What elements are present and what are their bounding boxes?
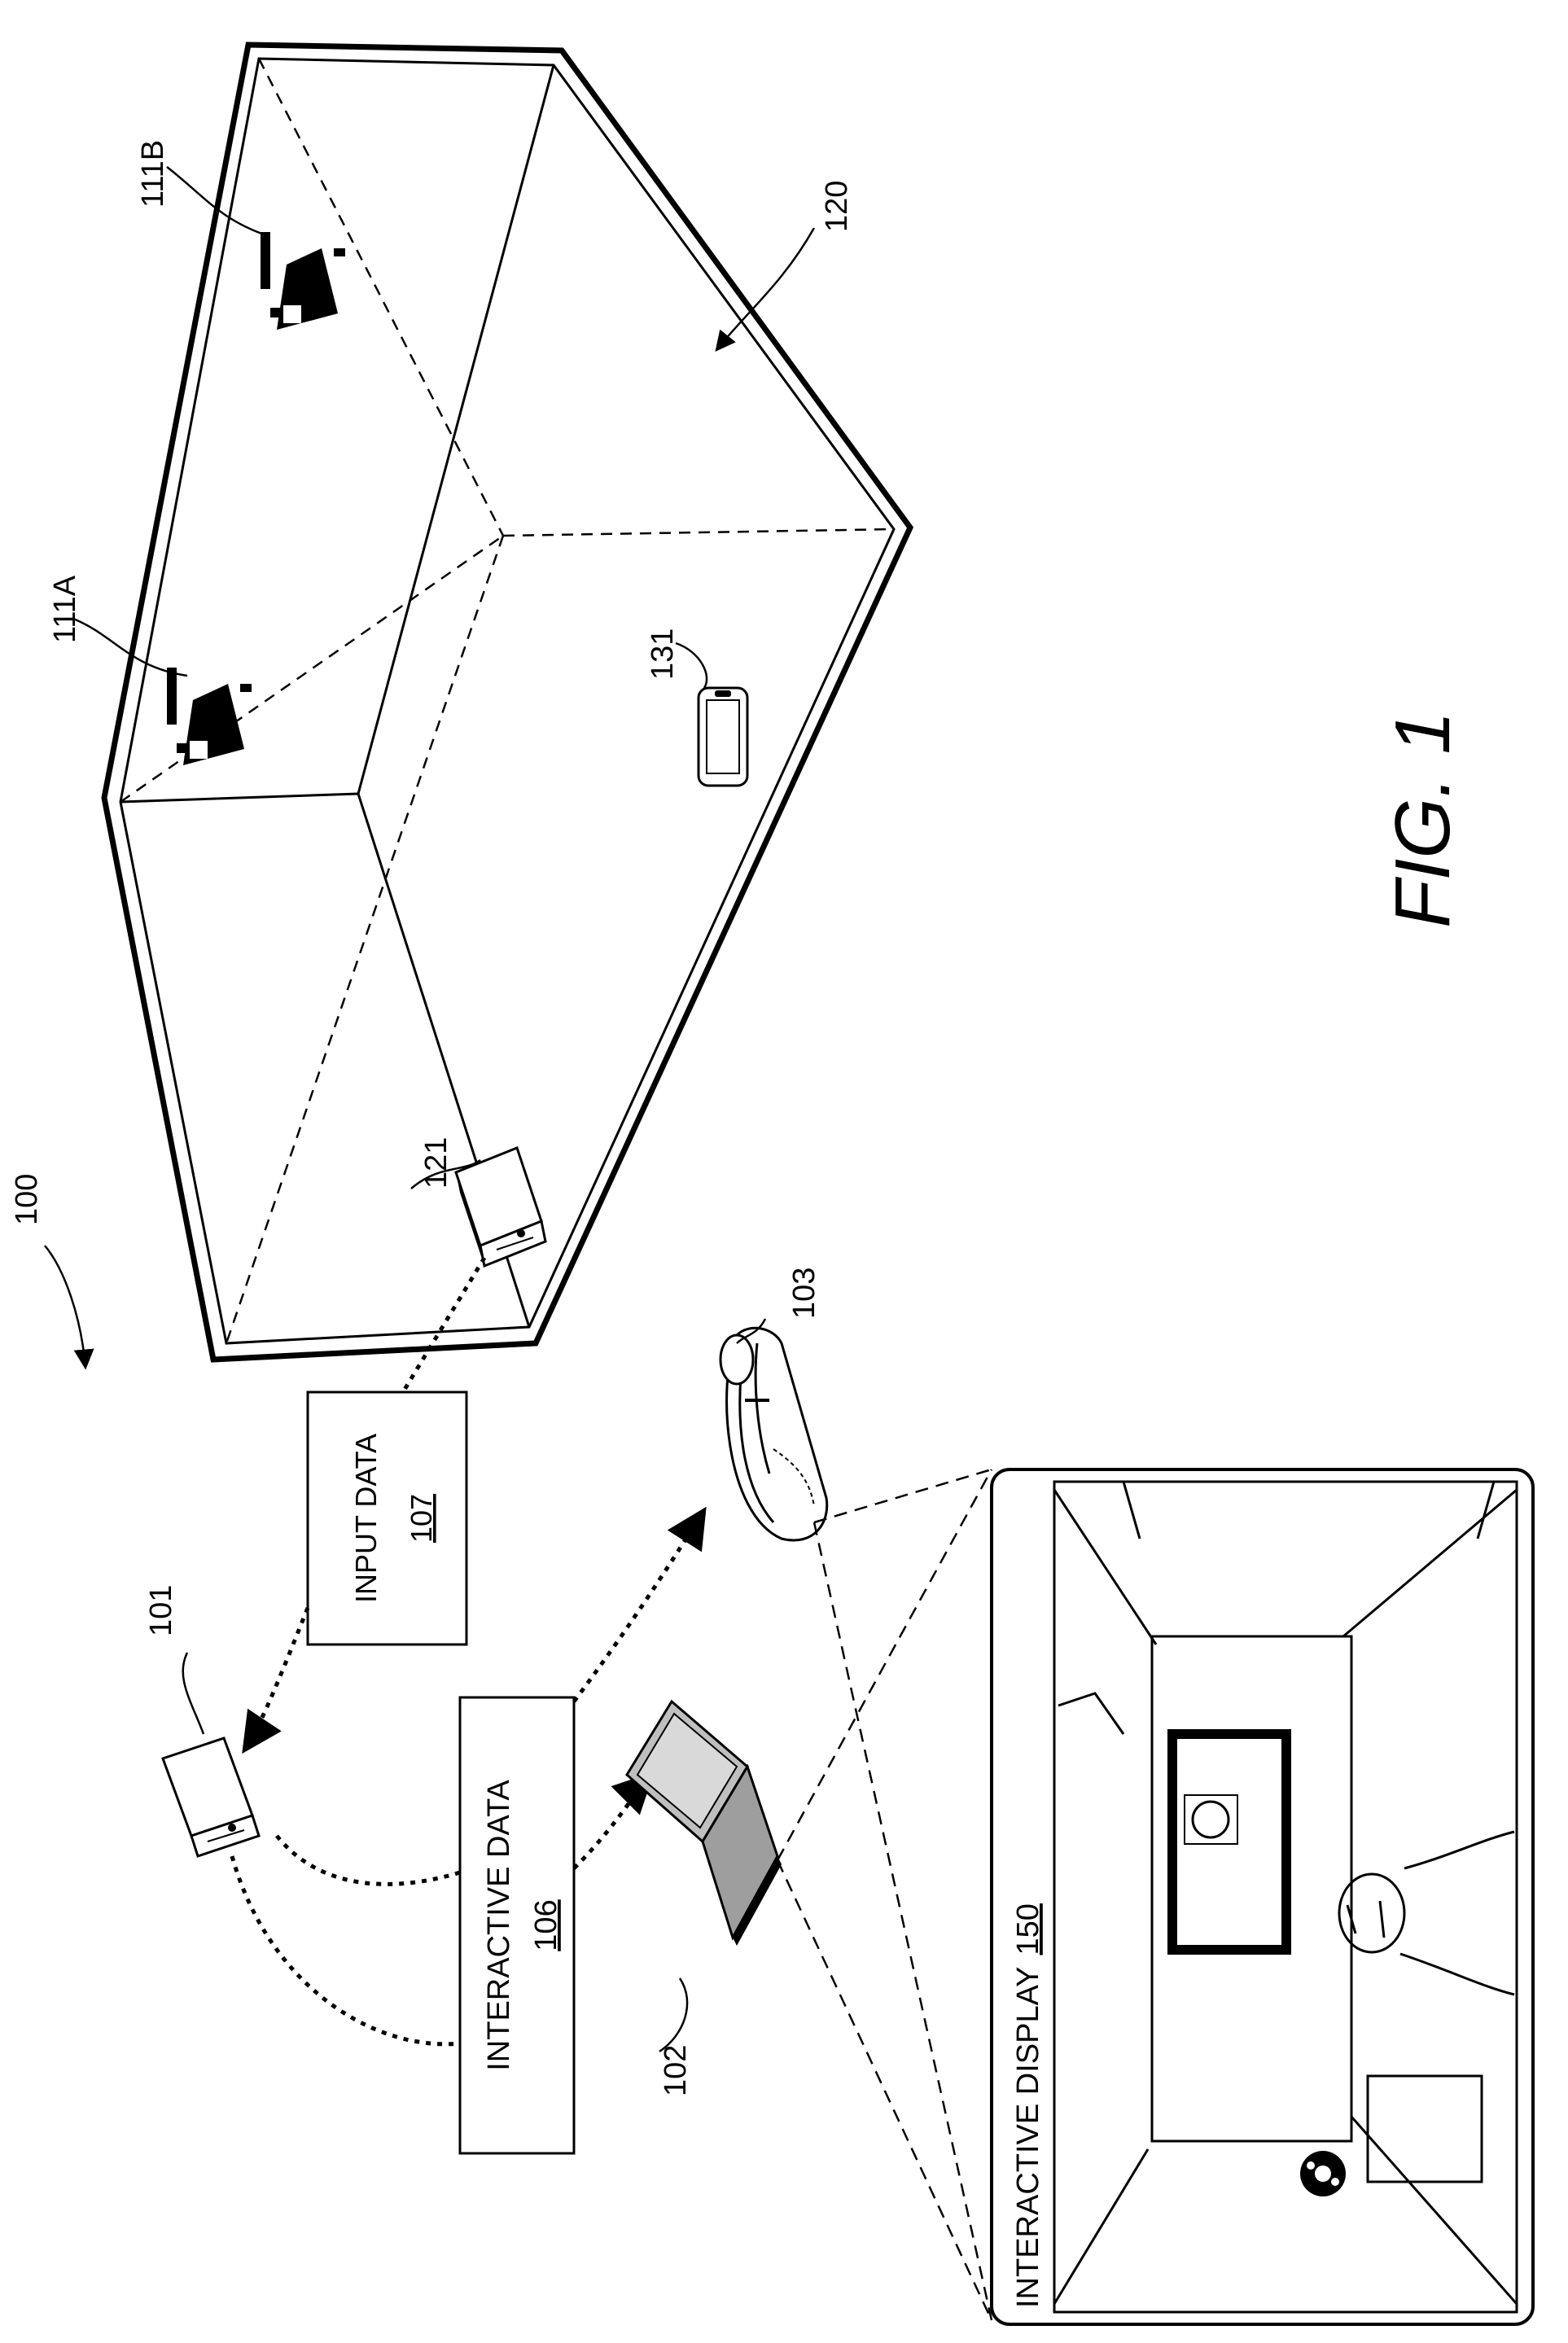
headset-103-label: 103 [787,1268,821,1319]
system-label: 100 [10,1174,44,1225]
room-120-label: 120 [820,181,854,232]
interactive-display-text: INTERACTIVE DISPLAY [1011,1966,1045,2308]
phone-icon [699,688,747,786]
camera-a-label: 111A [48,575,82,643]
input-data-box [308,1392,466,1644]
laptop-icon [627,1701,782,1946]
server-icon [163,1738,259,1856]
server-101-label: 101 [144,1585,178,1636]
input-data-ref: 107 [405,1494,438,1543]
headset-icon [720,1328,827,1540]
interactive-data-label: INTERACTIVE DATA [482,1780,516,2071]
interactive-data-ref: 106 [529,1899,563,1951]
laptop-102-label: 102 [659,2045,693,2096]
input-data-label: INPUT DATA [349,1434,383,1603]
server-121-label: 121 [419,1137,453,1189]
interactive-display [992,1469,1533,2324]
phone-131-label: 131 [646,628,680,680]
interactive-display-ref: 150 [1011,1903,1045,1955]
figure-caption: FIG. 1 [1379,711,1466,928]
robot-icon [1300,2151,1346,2196]
camera-icon [261,232,345,330]
camera-b-label: 111B [136,140,170,208]
camera-icon [167,668,252,765]
